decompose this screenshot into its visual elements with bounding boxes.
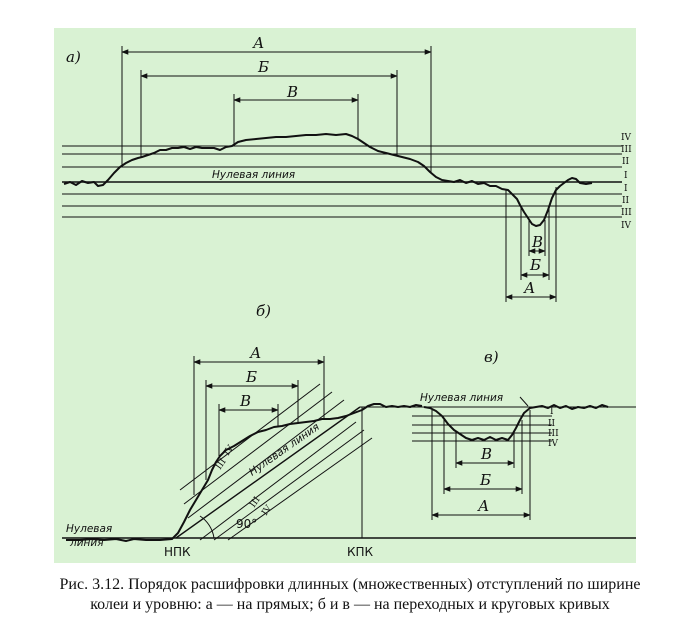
panel-v-profile — [423, 404, 609, 441]
kpk-label: КПК — [347, 545, 374, 559]
panel-v-level-lines — [412, 415, 552, 442]
panel-b-profile — [66, 403, 423, 542]
panel-a-level-label: III — [621, 208, 632, 218]
panel-v-level-label: IV — [548, 439, 559, 449]
panel-b-span-a: А — [249, 344, 261, 362]
panel-v: в) I II III IV Нулевая линия В — [412, 348, 609, 520]
panel-b-label: б) — [256, 302, 271, 320]
angle-arc — [199, 515, 215, 539]
panel-a-level-label: I — [624, 171, 628, 181]
panel-b-dimensions — [193, 356, 325, 495]
panel-v-span-v: В — [480, 445, 492, 463]
span-label-v: В — [286, 83, 298, 101]
panel-a-level-label: IV — [621, 133, 632, 143]
panel-a-label: а) — [66, 48, 81, 66]
panel-a-dimensions-dip — [505, 187, 557, 302]
panel-v-label: в) — [484, 348, 499, 366]
panel-v-span-a: А — [477, 497, 489, 515]
panel-v-level-label: II — [548, 419, 556, 429]
figure-caption: Рис. 3.12. Порядок расшифровки длинных (… — [59, 576, 641, 613]
panel-v-span-b: Б — [479, 471, 491, 489]
panel-v-level-label: I — [550, 407, 554, 417]
panel-a-level-label: II — [622, 157, 630, 167]
panel-a-level-label: I — [624, 184, 628, 194]
panel-a-level-lines — [62, 145, 622, 218]
panel-b-span-b: Б — [245, 368, 257, 386]
npk-label: НПК — [164, 545, 191, 559]
dip-label-v: В — [531, 233, 543, 251]
span-label-b: Б — [257, 58, 269, 76]
panel-a-dimensions-top — [121, 46, 432, 172]
panel-a: а) IV III II I I II III IV Нулевая линия — [62, 34, 632, 302]
panel-a-level-label: IV — [621, 221, 632, 231]
panel-a-zero-line-label: Нулевая линия — [212, 169, 295, 181]
panel-b-span-v: В — [239, 392, 251, 410]
angle-label: 90° — [236, 517, 257, 531]
dip-label-a: А — [523, 279, 535, 297]
dip-label-b: Б — [529, 256, 541, 274]
panel-b-left-zero-label-line2: линия — [69, 537, 104, 549]
span-label-a: А — [252, 34, 264, 52]
panel-b-left-zero-label-line1: Нулевая — [66, 523, 112, 535]
panel-v-dimensions — [431, 410, 531, 520]
panel-a-level-label: II — [622, 196, 630, 206]
panel-v-level-label: III — [548, 429, 559, 439]
panel-v-zero-line-label: Нулевая линия — [420, 392, 503, 404]
panel-a-level-label: III — [621, 145, 632, 155]
